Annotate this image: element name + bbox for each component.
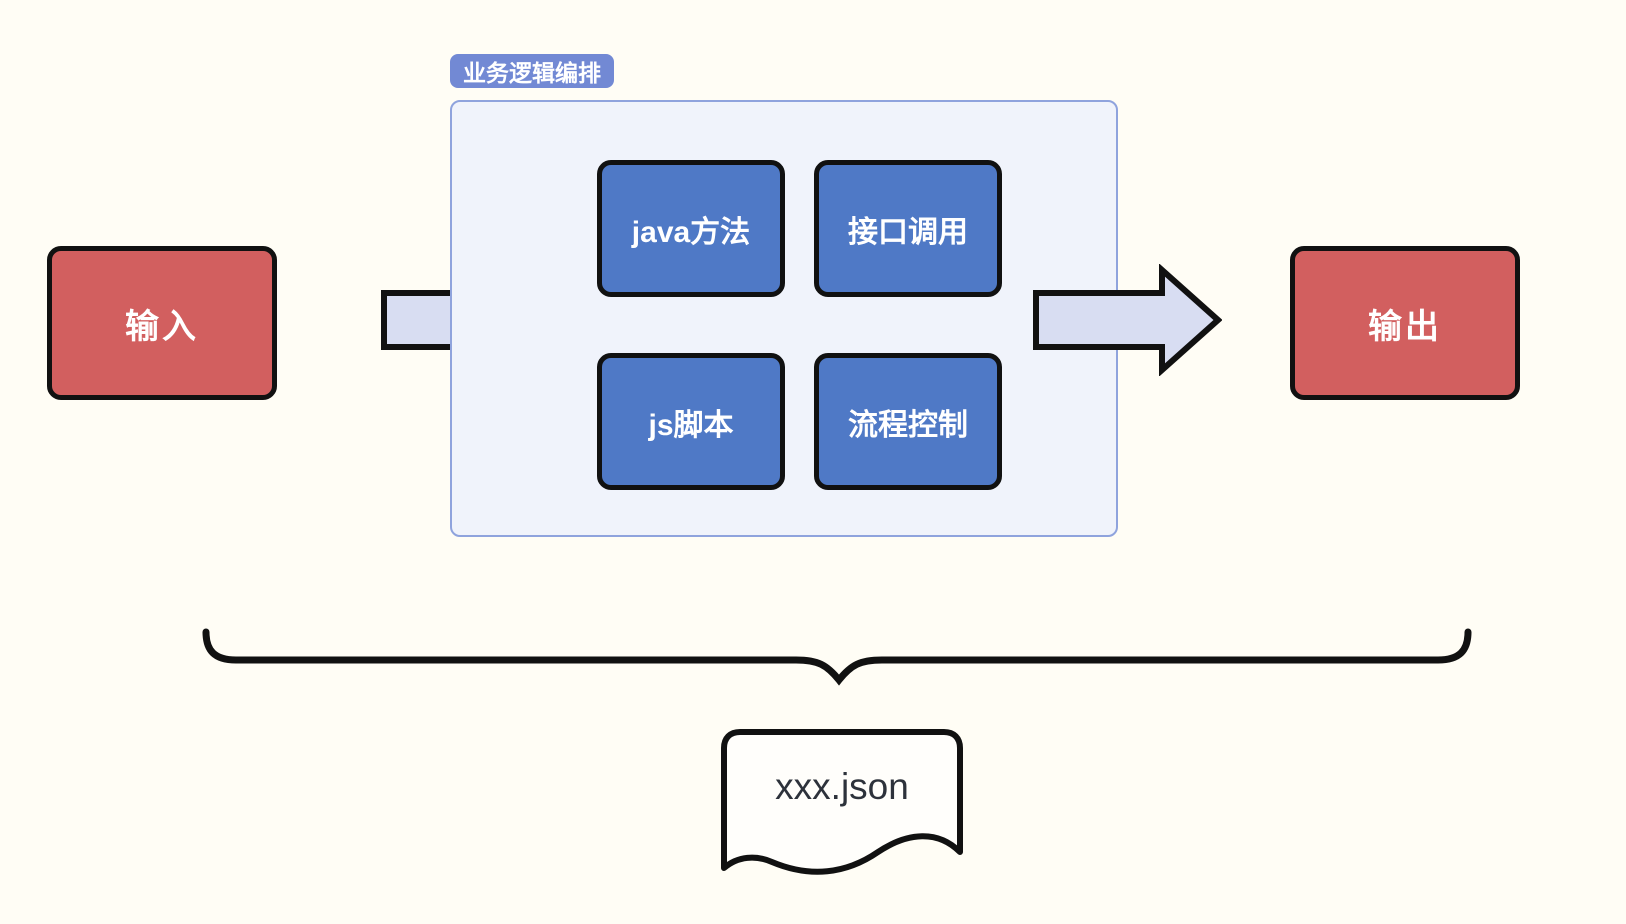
config-file-label: xxx.json	[775, 766, 909, 807]
arrow-orchestration-to-output-icon	[1033, 264, 1222, 376]
input-node: 输入	[47, 246, 277, 400]
orchestration-panel-tag: 业务逻辑编排	[450, 54, 614, 88]
output-node: 输出	[1290, 246, 1520, 400]
task-node-java-method: java方法	[597, 160, 785, 297]
document-shape-icon	[721, 729, 963, 875]
task-node-api-call: 接口调用	[814, 160, 1002, 297]
task-node-flow-control: 流程控制	[814, 353, 1002, 490]
curly-brace-icon	[202, 628, 1472, 686]
task-node-js-script: js脚本	[597, 353, 785, 490]
